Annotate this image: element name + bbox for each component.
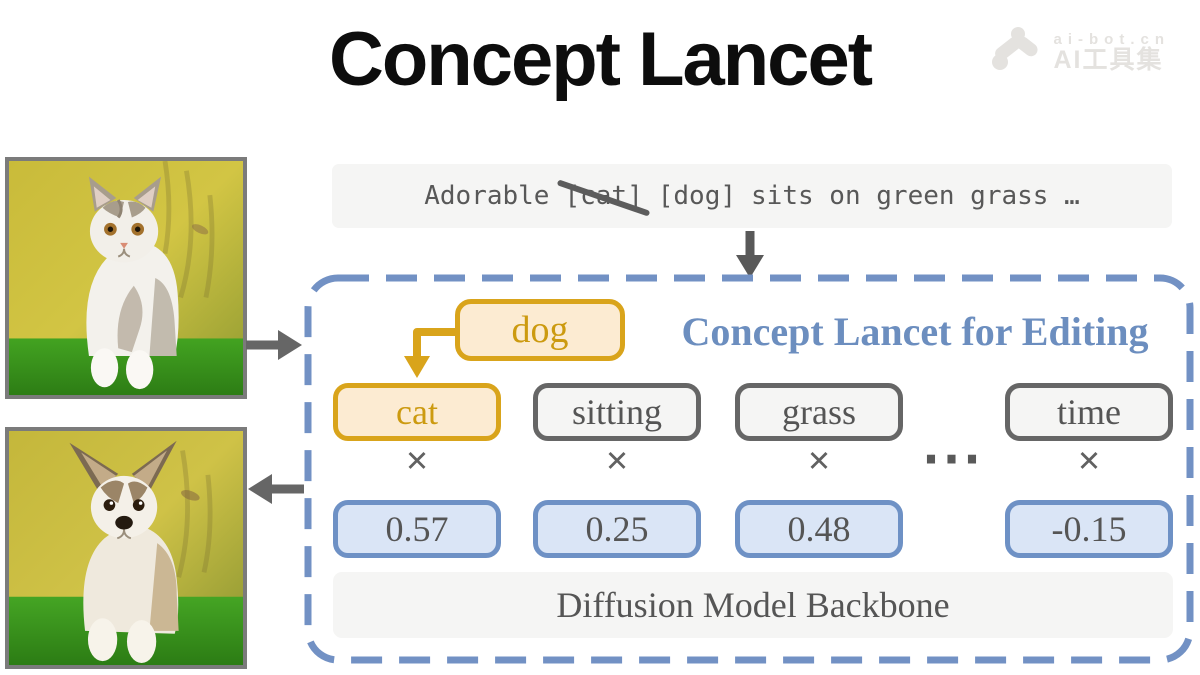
concept-label: cat	[396, 392, 438, 432]
editor-title: Concept Lancet for Editing	[681, 309, 1149, 354]
transplant-arrow-icon	[400, 320, 470, 387]
multiply-icon: ✕	[404, 444, 430, 478]
page-title: Concept Lancet	[328, 17, 873, 102]
coefficient-value: 0.57	[385, 509, 449, 549]
backbone-bar: Diffusion Model Backbone	[333, 572, 1173, 638]
output-dog-photo	[5, 427, 247, 669]
watermark-logo-icon	[991, 26, 1045, 79]
input-arrow-right-icon	[246, 328, 304, 367]
output-arrow-left-icon	[246, 472, 304, 511]
coefficient-box-grass: 0.48	[735, 500, 903, 558]
input-cat-photo	[5, 157, 247, 399]
coefficient-box-sitting: 0.25	[533, 500, 701, 558]
watermark-domain: ai-bot.cn	[1053, 30, 1170, 48]
multiply-icon: ✕	[604, 444, 630, 478]
concept-label: time	[1057, 392, 1121, 432]
coefficient-box-cat: 0.57	[333, 500, 501, 558]
multiply-icon: ✕	[1076, 444, 1102, 478]
concept-box-time: time	[1005, 383, 1173, 441]
coefficient-value: -0.15	[1051, 509, 1127, 549]
prompt-removed-token: [cat]	[564, 181, 643, 211]
editor-panel-border	[304, 274, 1194, 669]
source-concept-label: dog	[511, 309, 569, 351]
source-concept-box: dog	[455, 299, 625, 361]
concept-box-grass: grass	[735, 383, 903, 441]
concept-label: grass	[782, 392, 856, 432]
watermark: ai-bot.cn AI工具集	[991, 26, 1171, 79]
prompt-prefix: Adorable	[424, 181, 550, 211]
concept-box-cat: cat	[333, 383, 501, 441]
prompt-suffix: sits on green grass …	[751, 181, 1080, 211]
prompt-inserted-token: [dog]	[657, 181, 737, 211]
coefficient-value: 0.25	[585, 509, 649, 549]
backbone-label: Diffusion Model Backbone	[556, 585, 950, 625]
prompt-bar: Adorable [cat] [dog] sits on green grass…	[332, 164, 1172, 228]
coefficient-value: 0.48	[787, 509, 851, 549]
coefficient-box-time: -0.15	[1005, 500, 1173, 558]
watermark-brand: AI工具集	[1053, 46, 1164, 75]
concept-label: sitting	[571, 392, 663, 432]
ellipsis-dots: ···	[922, 432, 984, 486]
multiply-icon: ✕	[806, 444, 832, 478]
prompt-arrow-down-icon	[734, 231, 766, 284]
concept-box-sitting: sitting	[533, 383, 701, 441]
